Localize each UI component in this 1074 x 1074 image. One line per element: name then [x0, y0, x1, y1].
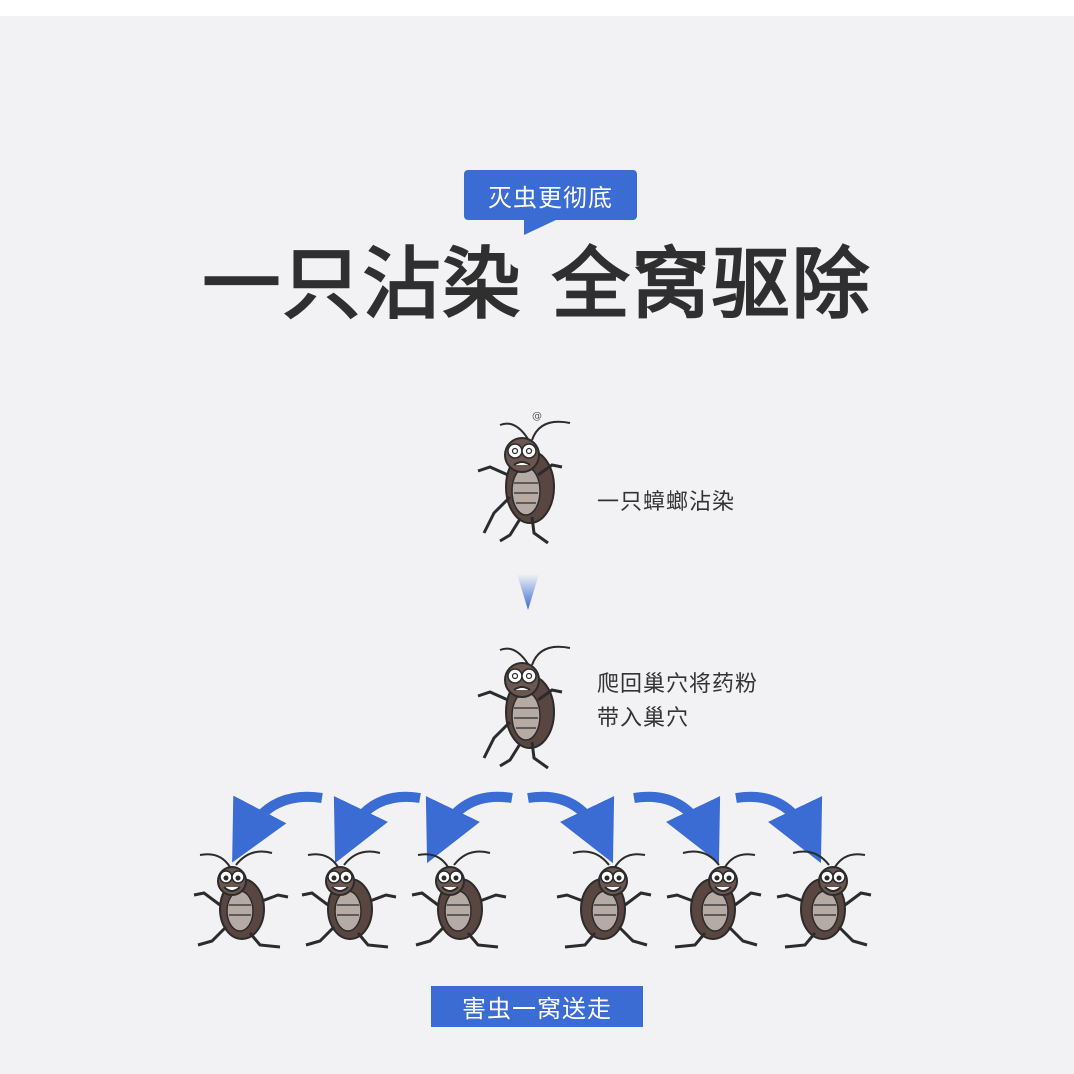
step-2-line-2: 带入巢穴 [597, 706, 690, 731]
headline: 一只沾染 全窝驱除 [202, 240, 872, 330]
curved-arrow-icon [735, 791, 823, 864]
top-strip [0, 0, 1074, 16]
cockroach-icon [477, 645, 571, 770]
cockroach-icon: @ [477, 411, 571, 545]
cockroach-icon [666, 850, 762, 949]
cockroach-icon [556, 850, 652, 949]
down-arrow-icon [517, 574, 539, 610]
curved-arrow-icon [232, 791, 323, 863]
curved-arrow-icon [425, 791, 513, 864]
curved-arrow-icon [333, 791, 421, 864]
step-1-line-1: 一只蟑螂沾染 [597, 490, 736, 515]
step-1-label: 一只蟑螂沾染 [597, 486, 735, 520]
speech-bubble-tail [524, 219, 558, 235]
footer-text: 害虫一窝送走 [462, 995, 612, 1023]
cockroach-icon [411, 850, 507, 949]
svg-text:@: @ [532, 411, 542, 422]
step-2-label: 爬回巢穴将药粉 带入巢穴 [597, 668, 758, 736]
cockroach-icon [301, 850, 397, 949]
badge-text: 灭虫更彻底 [488, 183, 613, 212]
step-2-line-1: 爬回巢穴将药粉 [597, 672, 759, 697]
curved-arrow-icon [633, 791, 721, 864]
cockroach-icon [193, 850, 289, 949]
footer-banner: 害虫一窝送走 [431, 986, 643, 1027]
speech-bubble-badge: 灭虫更彻底 [464, 170, 637, 220]
cockroach-icon [776, 850, 872, 949]
curved-arrow-icon [527, 791, 615, 864]
